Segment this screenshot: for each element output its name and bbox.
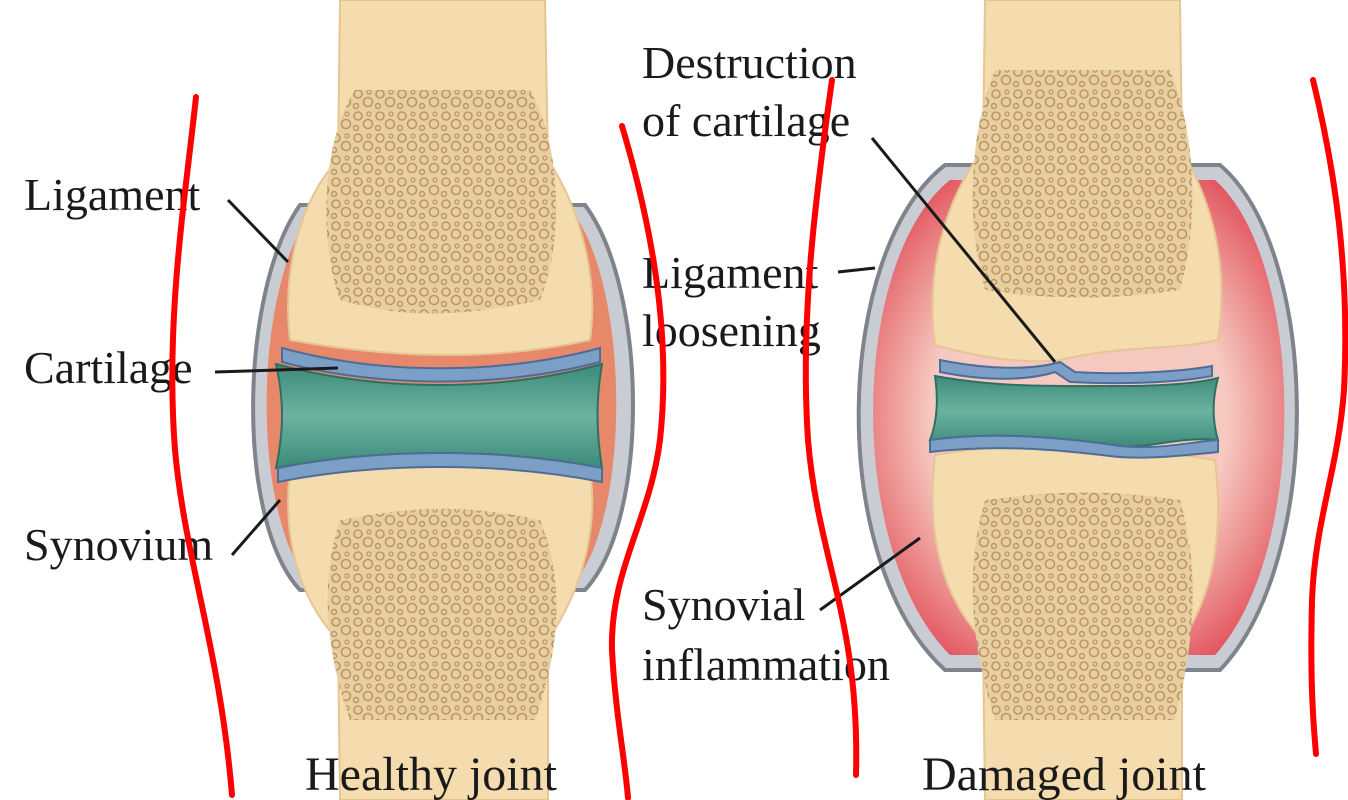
caption-damaged-joint: Damaged joint — [922, 748, 1207, 800]
leader-ligament — [228, 200, 288, 262]
label-destruction-line2: of cartilage — [642, 95, 850, 146]
label-ligament-loosening-line1: Ligament — [642, 247, 818, 298]
damaged-joint — [859, 0, 1297, 800]
leader-ligament-loosening — [838, 268, 875, 272]
label-ligament-loosening-line2: loosening — [642, 305, 821, 356]
label-cartilage: Cartilage — [24, 342, 193, 393]
label-ligament: Ligament — [24, 169, 200, 220]
caption-healthy-joint: Healthy joint — [305, 748, 558, 800]
healthy-joint — [253, 0, 633, 800]
healthy-lower-spongy-bone — [328, 509, 557, 720]
label-synovial-inflammation-line1: Synovial — [642, 579, 806, 630]
damaged-upper-spongy-bone — [973, 70, 1193, 298]
healthy-upper-spongy-bone — [326, 90, 556, 314]
label-destruction-line1: Destruction — [642, 37, 857, 88]
red-stroke-1 — [172, 97, 232, 795]
damaged-lower-spongy-bone — [973, 493, 1193, 721]
red-stroke-4 — [1311, 80, 1345, 754]
